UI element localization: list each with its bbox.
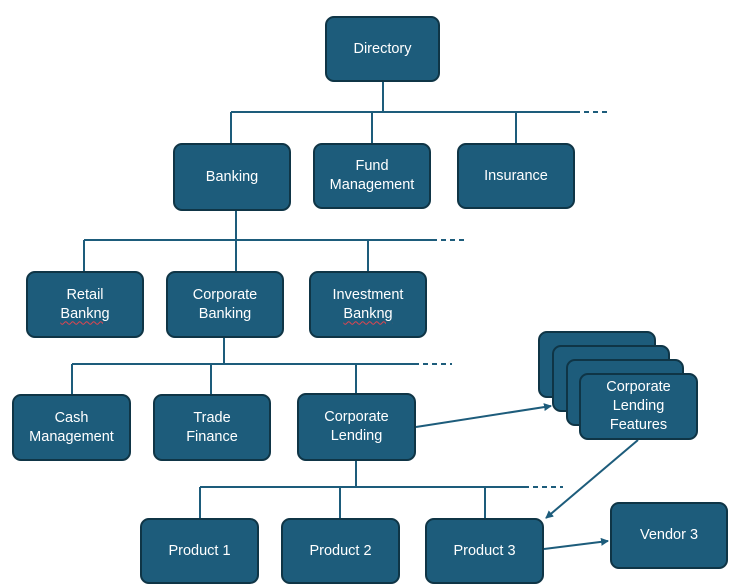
node-vendor-3[interactable]: Vendor 3 xyxy=(610,502,728,569)
node-corporate-lending[interactable]: Corporate Lending xyxy=(297,393,416,461)
node-directory-label: Directory xyxy=(353,40,412,57)
node-product-2[interactable]: Product 2 xyxy=(281,518,400,584)
connector-corporate-lending-products xyxy=(199,461,563,518)
node-fund-management-line2: Management xyxy=(329,177,415,193)
node-product-3-label: Product 3 xyxy=(453,542,516,559)
node-retail-banking-line2: Bankng xyxy=(60,305,110,322)
node-investment-banking-line1: Investment xyxy=(332,286,404,303)
node-fund-management-line1: Fund xyxy=(355,158,389,174)
node-insurance[interactable]: Insurance xyxy=(457,143,575,209)
node-investment-banking-line2: Bankng xyxy=(343,305,393,322)
node-corporate-lending-line2: Lending xyxy=(330,428,383,444)
node-investment-banking[interactable]: Investment Bankng xyxy=(309,271,427,338)
node-corporate-banking-line2: Banking xyxy=(198,305,252,322)
node-cash-management-line1: Cash xyxy=(54,409,89,426)
node-banking[interactable]: Banking xyxy=(173,143,291,211)
node-cash-management[interactable]: Cash Management xyxy=(12,394,131,461)
arrow-features-to-product-3 xyxy=(545,439,639,519)
node-cash-management-line2: Management xyxy=(29,428,114,445)
node-vendor-3-label: Vendor 3 xyxy=(639,527,699,543)
node-insurance-label: Insurance xyxy=(484,167,548,184)
node-product-1[interactable]: Product 1 xyxy=(140,518,259,584)
connector-corporate-banking-children xyxy=(71,338,452,394)
node-corporate-lending-features[interactable]: Corporate Lending Features xyxy=(579,373,698,440)
node-features-line2: Lending xyxy=(612,398,665,414)
node-corporate-banking[interactable]: Corporate Banking xyxy=(166,271,284,338)
node-trade-finance[interactable]: Trade Finance xyxy=(153,394,271,461)
node-product-2-label: Product 2 xyxy=(309,542,372,559)
node-corporate-banking-line1: Corporate xyxy=(192,286,258,303)
node-features-line1: Corporate xyxy=(606,379,671,395)
node-product-3[interactable]: Product 3 xyxy=(425,518,544,584)
node-retail-banking-line1: Retail xyxy=(66,286,104,303)
node-features-line3: Features xyxy=(609,417,668,433)
connector-directory-children xyxy=(230,81,608,143)
arrow-product-3-to-vendor-3 xyxy=(543,537,609,550)
arrow-lending-to-features xyxy=(415,403,552,428)
node-corporate-lending-line1: Corporate xyxy=(324,409,389,425)
node-trade-finance-line2: Finance xyxy=(186,428,238,445)
connector-banking-children xyxy=(83,211,465,271)
node-fund-management[interactable]: Fund Management xyxy=(313,143,431,209)
node-trade-finance-line1: Trade xyxy=(193,409,231,426)
node-product-1-label: Product 1 xyxy=(168,542,231,559)
node-banking-label: Banking xyxy=(205,168,259,185)
node-retail-banking[interactable]: Retail Bankng xyxy=(26,271,144,338)
node-directory[interactable]: Directory xyxy=(325,16,440,82)
